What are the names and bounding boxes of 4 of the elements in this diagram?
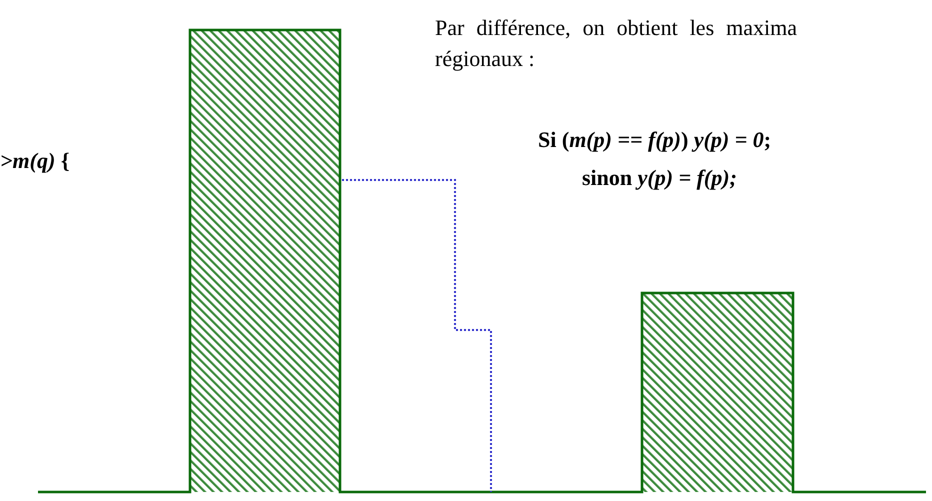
note-text: Par différence, on obtient les maxima régionaux : [435, 14, 797, 73]
formula-text: Si (m(p) == f(p)) y(p) = 0; [538, 126, 772, 154]
formula-text: sinon y(p) = f(p); [582, 164, 737, 192]
formula-text: >m(q) { [0, 147, 70, 175]
